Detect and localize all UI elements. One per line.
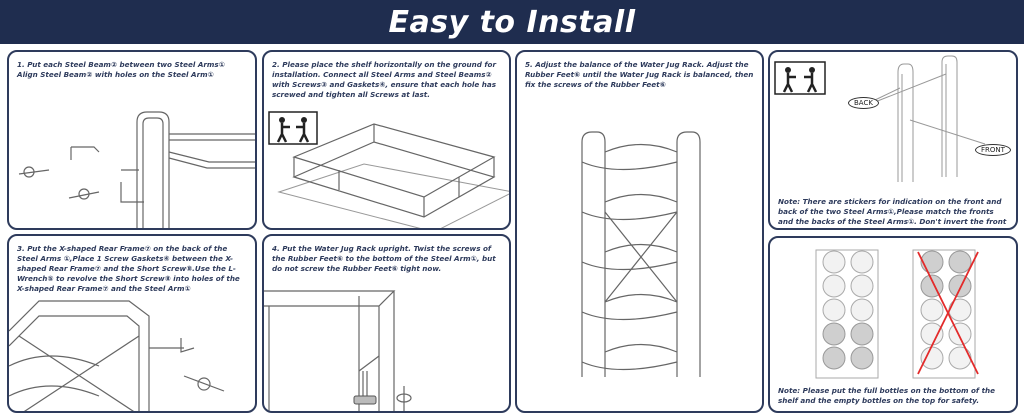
two-person-icon xyxy=(268,111,318,145)
back-sticker-label: BACK xyxy=(848,97,879,109)
cross-mark-icon xyxy=(917,251,979,375)
step-2-text: 2. Please place the shelf horizontally o… xyxy=(272,60,497,99)
step-3-text: 3. Put the X-shaped Rear Frame⑦ on the b… xyxy=(17,244,240,293)
step-4-illustration xyxy=(264,290,412,411)
step-3-illustration xyxy=(9,300,225,411)
step-1-panel: 1. Put each Steel Beam② between two Stee… xyxy=(7,50,257,230)
step-5-panel: 5. Adjust the balance of the Water Jug R… xyxy=(515,50,764,413)
page-title: Easy to Install xyxy=(388,4,636,40)
step-5-text: 5. Adjust the balance of the Water Jug R… xyxy=(525,60,754,89)
note-bottles-panel: Note: Please put the full bottles on the… xyxy=(768,236,1018,413)
correct-loading-rack xyxy=(815,249,879,379)
step-4-text: 4. Put the Water Jug Rack upright. Twist… xyxy=(272,244,496,273)
stickers-note-text: Note: There are stickers for indication … xyxy=(778,197,1007,228)
step-4-panel: 4. Put the Water Jug Rack upright. Twist… xyxy=(262,234,511,413)
sticker-illustration xyxy=(774,55,986,182)
incorrect-loading-rack xyxy=(912,249,979,379)
two-person-icon xyxy=(774,61,826,95)
step-2-illustration xyxy=(268,111,509,228)
bottles-note-text: Note: Please put the full bottles on the… xyxy=(778,386,995,405)
bottle-illustration xyxy=(815,249,979,379)
step-3-panel: 3. Put the X-shaped Rear Frame⑦ on the b… xyxy=(7,234,257,413)
step-1-illustration xyxy=(18,111,255,228)
step-2-panel: 2. Please place the shelf horizontally o… xyxy=(262,50,511,230)
front-sticker-label: FRONT xyxy=(975,144,1011,156)
step-1-text: 1. Put each Steel Beam② between two Stee… xyxy=(17,60,225,79)
header-banner: Easy to Install xyxy=(0,0,1024,44)
note-stickers-panel: BACK FRONT Note: There are stickers for … xyxy=(768,50,1018,230)
step-5-illustration xyxy=(581,131,701,377)
